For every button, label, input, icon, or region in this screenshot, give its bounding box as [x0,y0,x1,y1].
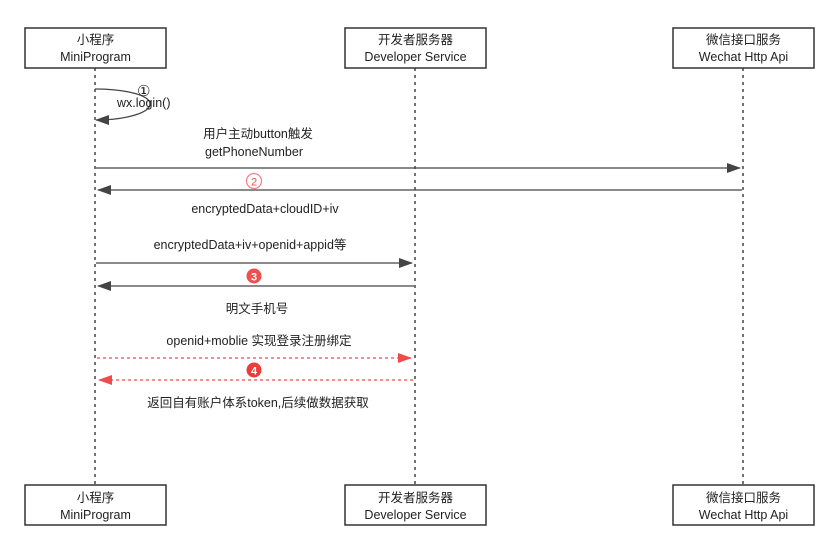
participant-box-miniprogram-top: 小程序 MiniProgram [24,27,167,69]
participant-subtitle: Developer Service [364,50,466,64]
step-2-bottom-label: encryptedData+cloudID+iv [191,202,339,216]
participant-box-developer-service-bottom: 开发者服务器 Developer Service [344,484,487,526]
participant-title: 微信接口服务 [706,490,781,505]
participant-subtitle: MiniProgram [60,50,131,64]
participant-title: 小程序 [77,32,115,47]
step-3-number: 3 [251,272,257,284]
participant-box-developer-service-top: 开发者服务器 Developer Service [344,27,487,69]
step-2-top-label-2: getPhoneNumber [205,145,303,159]
step-4-number: 4 [251,366,258,378]
participant-subtitle: MiniProgram [60,508,131,522]
step-3-badge: 3 [246,268,262,284]
participant-subtitle: Wechat Http Api [699,508,788,522]
step-3-top-label: encryptedData+iv+openid+appid等 [154,237,347,252]
step-1-number: ① [137,83,150,100]
step-2-number: 2 [251,177,257,189]
step-2-top-label-1: 用户主动button触发 [203,126,313,141]
step-2-badge: 2 [245,172,263,190]
step-1-label: wx.login() [116,96,171,110]
step-4-badge: 4 [246,362,262,378]
participant-subtitle: Wechat Http Api [699,50,788,64]
participant-title: 小程序 [77,490,115,505]
step-4-top-label: openid+moblie 实现登录注册绑定 [166,333,351,348]
participant-box-miniprogram-bottom: 小程序 MiniProgram [24,484,167,526]
participant-title: 开发者服务器 [378,490,454,505]
participant-title: 微信接口服务 [706,32,781,47]
participant-box-wechat-api-top: 微信接口服务 Wechat Http Api [672,27,815,69]
participant-subtitle: Developer Service [364,508,466,522]
step-3-bottom-label: 明文手机号 [226,301,289,316]
step-4-bottom-label: 返回自有账户体系token,后续做数据获取 [147,395,369,410]
self-call-arrow-wx-login [94,88,151,125]
participant-box-wechat-api-bottom: 微信接口服务 Wechat Http Api [672,484,815,526]
participant-title: 开发者服务器 [378,32,454,47]
